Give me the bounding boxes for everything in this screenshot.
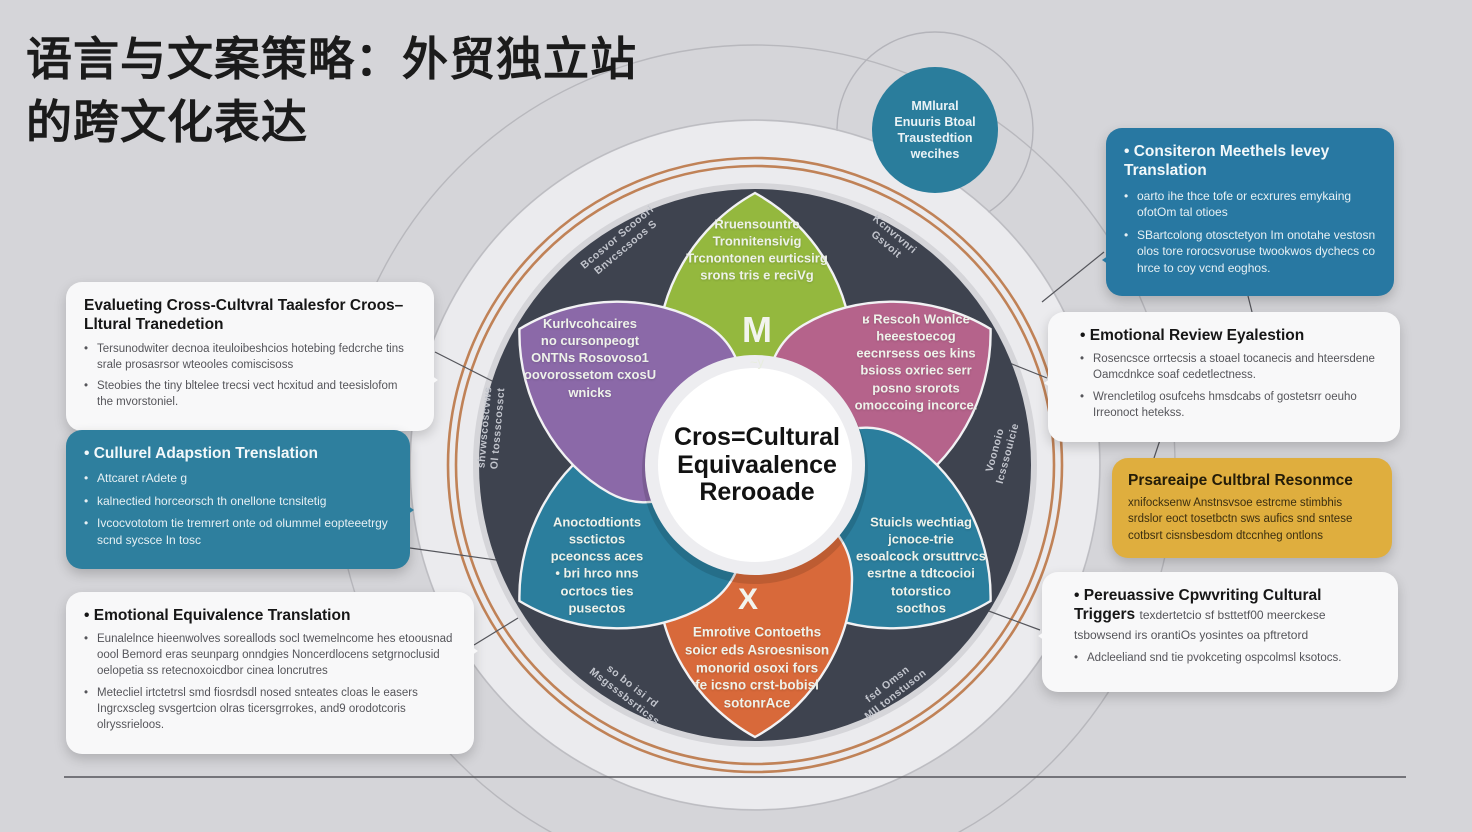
top-circle-badge: MMlural Enuuris Btoal Traustedtion wecih… [872,67,998,193]
callout-body: xnifocksenw Anstnsvsoe estrcme stimbhis … [1128,497,1353,542]
page-title-line2: 的跨文化表达 [26,96,308,149]
callout-emotional-equivalence: Emotional Equivalence Translation Eunale… [66,592,478,754]
callout-bullet-list: Eunalelnce hieenwolves soreallods socl t… [84,632,456,733]
callout-consideration-method: Consiteron Meethels levey Translation oa… [1102,128,1394,297]
callout-title-suffix: texdertetcio sf bsttetf00 meerckese tsbo… [1074,608,1326,642]
callout-cultural-resonance: Prsareaipe Cultbral Resonmce xnifocksenw… [1112,458,1392,558]
callout-tail [398,499,425,522]
flower-core [479,189,1031,741]
callout-tail [1027,624,1054,647]
callout-emotional-review: Emotional Review Eyalestion Rosencsce or… [1044,312,1400,442]
bullet-item: Wrencletilog osufcehs hmsdcabs of gostet… [1080,390,1382,422]
bullet-item: Tersunodwiter decnoa iteuloibeshcios hot… [84,342,416,374]
callout-bullet-list: Tersunodwiter decnoa iteuloibeshcios hot… [84,342,416,411]
callout-tail [1033,371,1060,394]
callout-bullet-list: Rosencsce orrtecsis a stoael tocanecis a… [1066,352,1382,421]
page-title: 语言与文案策略：外贸独立站 的跨文化表达 [26,28,786,155]
bullet-item: Adcleeliand snd tie pvokceting ospcolmsl… [1074,651,1380,667]
callout-tail [462,640,489,663]
callout-title-main: Pereuassive Cpwvriting Cultural Triggers [1074,587,1322,624]
center-circle [658,368,852,562]
callout-persuasive-copywriting: Pereuassive Cpwvriting Cultural Triggers… [1038,572,1398,692]
page-title-line1: 语言与文案策略：外贸独立站 [26,33,637,85]
bullet-item: oarto ihe thce tofe or ecxrures emykaing… [1124,188,1376,221]
callout-title: Emotional Equivalence Translation [84,606,456,625]
callout-tail [422,368,449,391]
callout-title: Pereuassive Cpwvriting Cultural Triggers… [1060,586,1380,644]
bullet-item: Attcaret rAdete g [84,470,392,487]
callout-bullet-list: Attcaret rAdete g kalnectied horceorsch … [84,470,392,548]
bullet-item: Rosencsce orrtecsis a stoael tocanecis a… [1080,352,1382,384]
diagram-center-title: Cros=Cultural Equivaalence Rerooade [673,422,840,506]
callout-bullet-list: Adcleeliand snd tie pvokceting ospcolmsl… [1060,651,1380,667]
callout-title: Emotional Review Eyalestion [1066,326,1382,345]
petal-orange-letter: X [737,583,759,616]
callout-title: Consiteron Meethels levey Translation [1124,142,1376,181]
callout-cultural-adaptation: Cullurel Adapstion Trenslation Attcaret … [66,430,414,569]
bullet-item: SBartcolong otosctetyon Im onotahe vesto… [1124,227,1376,277]
top-circle-label: MMlural Enuuris Btoal Traustedtion wecih… [894,98,976,162]
bullet-item: Metecliel irtctetrsl smd fiosrdsdl nosed… [84,686,456,734]
petal-green-sub: ~y [749,354,765,370]
connector-lines [409,251,1253,646]
callout-cross-cultural-evaluation: Evalueting Cross-Cultvral Taalesfor Croo… [66,282,438,432]
callout-title: Cullurel Adapstion Trenslation [84,444,392,463]
callout-title: Prsareaipe Cultbral Resonmce [1128,472,1353,489]
bullet-item: Ivcocvototom tie tremrert onte od olumme… [84,515,392,548]
callout-bullet-list: oarto ihe thce tofe or ecxrures emykaing… [1124,188,1376,277]
petal-green-letter: M [742,309,772,350]
callout-title: Evalueting Cross-Cultvral Taalesfor Croo… [84,297,404,334]
copper-ring [409,119,1101,811]
bullet-item: Eunalelnce hieenwolves soreallods socl t… [84,632,456,680]
bullet-item: kalnectied horceorsch th onellone tcnsit… [84,493,392,510]
bullet-item: Steobies the tiny bltelee trecsi vect hc… [84,379,416,411]
callout-tail [1091,249,1118,272]
